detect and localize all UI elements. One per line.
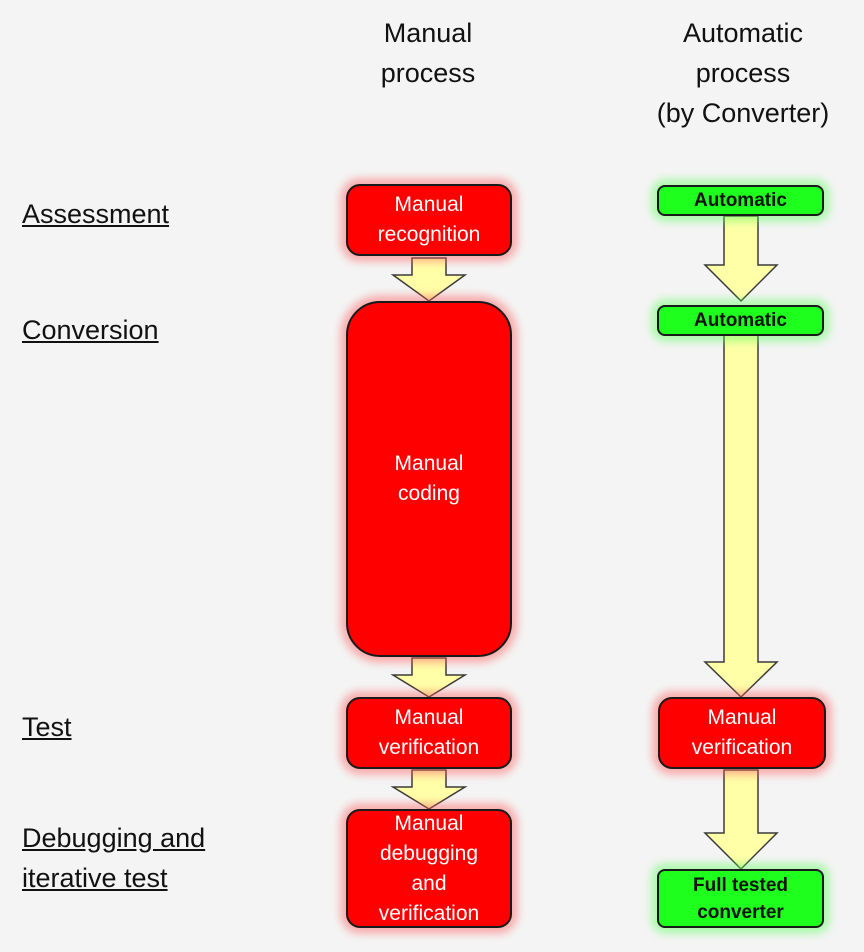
- box-text: coding: [398, 482, 460, 505]
- arrow-down-icon: [703, 334, 779, 699]
- box-text: Manual: [394, 452, 464, 475]
- arrow-down-icon: [390, 769, 468, 810]
- header-line: process: [380, 58, 476, 88]
- automatic-assessment-box: Automatic: [657, 185, 824, 216]
- stage-label: iterative test: [22, 863, 168, 893]
- stage-test: Test: [22, 707, 72, 747]
- box-text: recognition: [377, 223, 481, 246]
- box-text: converter: [697, 901, 784, 923]
- box-text: Manual: [707, 706, 777, 729]
- stage-label: Test: [22, 712, 72, 742]
- arrow-down-icon: [390, 657, 468, 698]
- arrow-down-icon: [703, 769, 779, 871]
- box-text: Manual: [394, 706, 464, 729]
- automatic-process-header: Automatic process (by Converter): [633, 13, 853, 133]
- manual-coding-box: Manual coding: [346, 301, 512, 657]
- box-text: Manual: [394, 811, 464, 835]
- stage-label: Debugging and: [22, 823, 206, 853]
- box-text: Full tested: [692, 874, 788, 896]
- box-text: Automatic: [694, 309, 787, 331]
- header-line: Manual: [383, 18, 473, 48]
- box-text: and: [411, 871, 447, 895]
- box-text: verification: [378, 736, 480, 759]
- automatic-conversion-box: Automatic: [657, 305, 824, 336]
- stage-conversion: Conversion: [22, 310, 159, 350]
- box-text: verification: [691, 736, 793, 759]
- manual-verification-box: Manual verification: [346, 697, 512, 769]
- stage-assessment: Assessment: [22, 194, 169, 234]
- box-text: verification: [378, 901, 480, 925]
- manual-debugging-box: Manual debugging and verification: [346, 809, 512, 928]
- automatic-manual-verification-box: Manual verification: [658, 697, 826, 769]
- header-line: process: [695, 58, 791, 88]
- stage-label: Conversion: [22, 315, 159, 345]
- stage-debugging: Debugging and iterative test: [22, 818, 205, 898]
- box-text: Automatic: [694, 189, 787, 211]
- header-line: Automatic: [682, 18, 804, 48]
- arrow-down-icon: [390, 257, 468, 302]
- full-tested-converter-box: Full tested converter: [657, 869, 824, 928]
- box-text: debugging: [379, 841, 479, 865]
- stage-label: Assessment: [22, 199, 170, 229]
- box-text: Manual: [394, 193, 464, 216]
- manual-process-header: Manual process: [347, 13, 509, 93]
- header-line: (by Converter): [656, 98, 830, 128]
- manual-recognition-box: Manual recognition: [346, 184, 512, 256]
- arrow-down-icon: [703, 215, 779, 303]
